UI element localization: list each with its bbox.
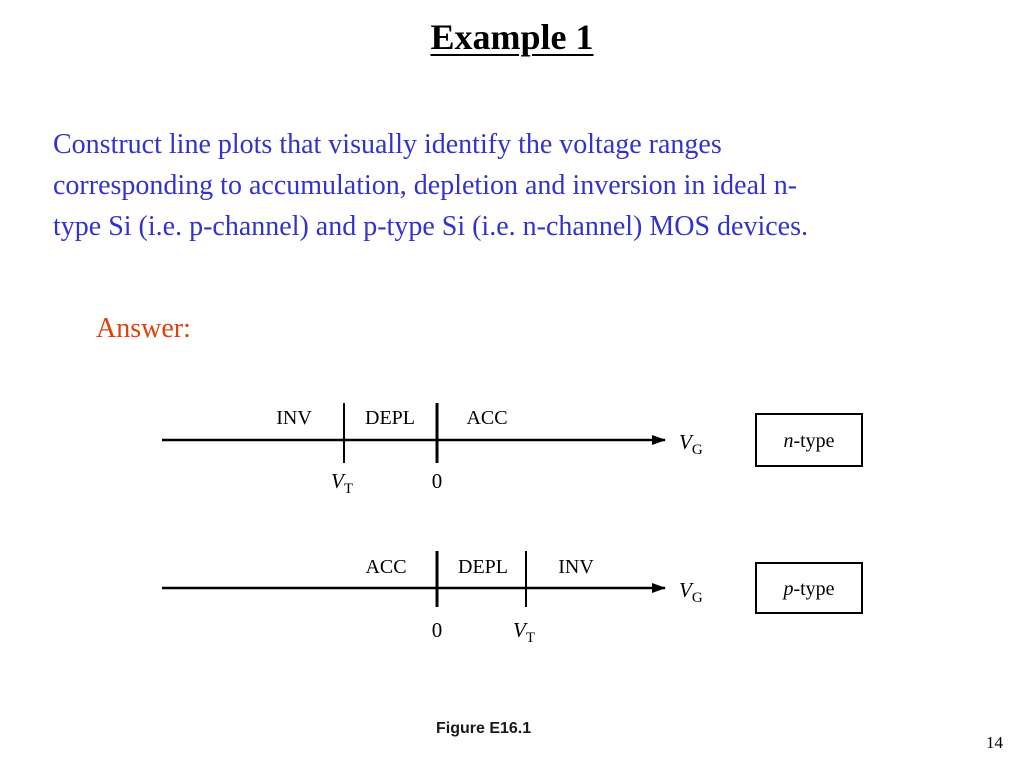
ntype-region-inv: INV <box>276 407 312 429</box>
ptype-region-acc: ACC <box>365 556 406 578</box>
figure-caption: Figure E16.1 <box>436 720 532 737</box>
ptype-label-box <box>755 562 863 614</box>
ptype-label: p-type <box>781 578 834 600</box>
ptype-region-depl: DEPL <box>458 556 508 578</box>
ntype-label: n-type <box>783 430 834 452</box>
slide-title-text: Example 1 <box>430 17 594 57</box>
slide-title: Example 1 <box>0 16 1024 58</box>
ntype-axis-label: VG <box>679 430 703 458</box>
ntype-threshold-label: VT <box>331 469 353 497</box>
ntype-label-rest: -type <box>793 430 834 452</box>
threshold-symbol: V <box>513 618 528 642</box>
ptype-label-italic: p <box>781 578 793 600</box>
ntype-zero-label: 0 <box>432 469 443 493</box>
problem-statement-line: corresponding to accumulation, depletion… <box>53 170 798 201</box>
ntype-label-box <box>755 413 863 467</box>
page-number: 14 <box>986 733 1003 752</box>
ptype-axis-label: VG <box>679 578 703 606</box>
ntype-region-depl: DEPL <box>365 407 415 429</box>
gate-voltage-symbol: V <box>679 578 694 602</box>
ptype-zero-label: 0 <box>432 618 443 642</box>
threshold-subscript: T <box>526 630 535 646</box>
ptype-region-inv: INV <box>558 556 594 578</box>
ptype-label-rest: -type <box>793 578 834 600</box>
threshold-symbol: V <box>331 469 346 493</box>
ntype-label-italic: n <box>783 430 793 452</box>
gate-voltage-symbol: V <box>679 430 694 454</box>
problem-statement-line: type Si (i.e. p-channel) and p-type Si (… <box>53 211 809 242</box>
answer-label: Answer: <box>96 313 191 344</box>
problem-statement: Construct line plots that visually ident… <box>53 124 993 247</box>
ntype-region-acc: ACC <box>466 407 507 429</box>
gate-voltage-subscript: G <box>692 442 703 458</box>
ntype-line-plot: INV DEPL ACC VT 0 VG n-type <box>162 403 863 497</box>
gate-voltage-subscript: G <box>692 590 703 606</box>
ptype-threshold-label: VT <box>513 618 535 646</box>
problem-statement-line: Construct line plots that visually ident… <box>53 129 722 160</box>
ptype-line-plot: ACC DEPL INV 0 VT VG p-type <box>162 551 863 646</box>
threshold-subscript: T <box>344 481 353 497</box>
